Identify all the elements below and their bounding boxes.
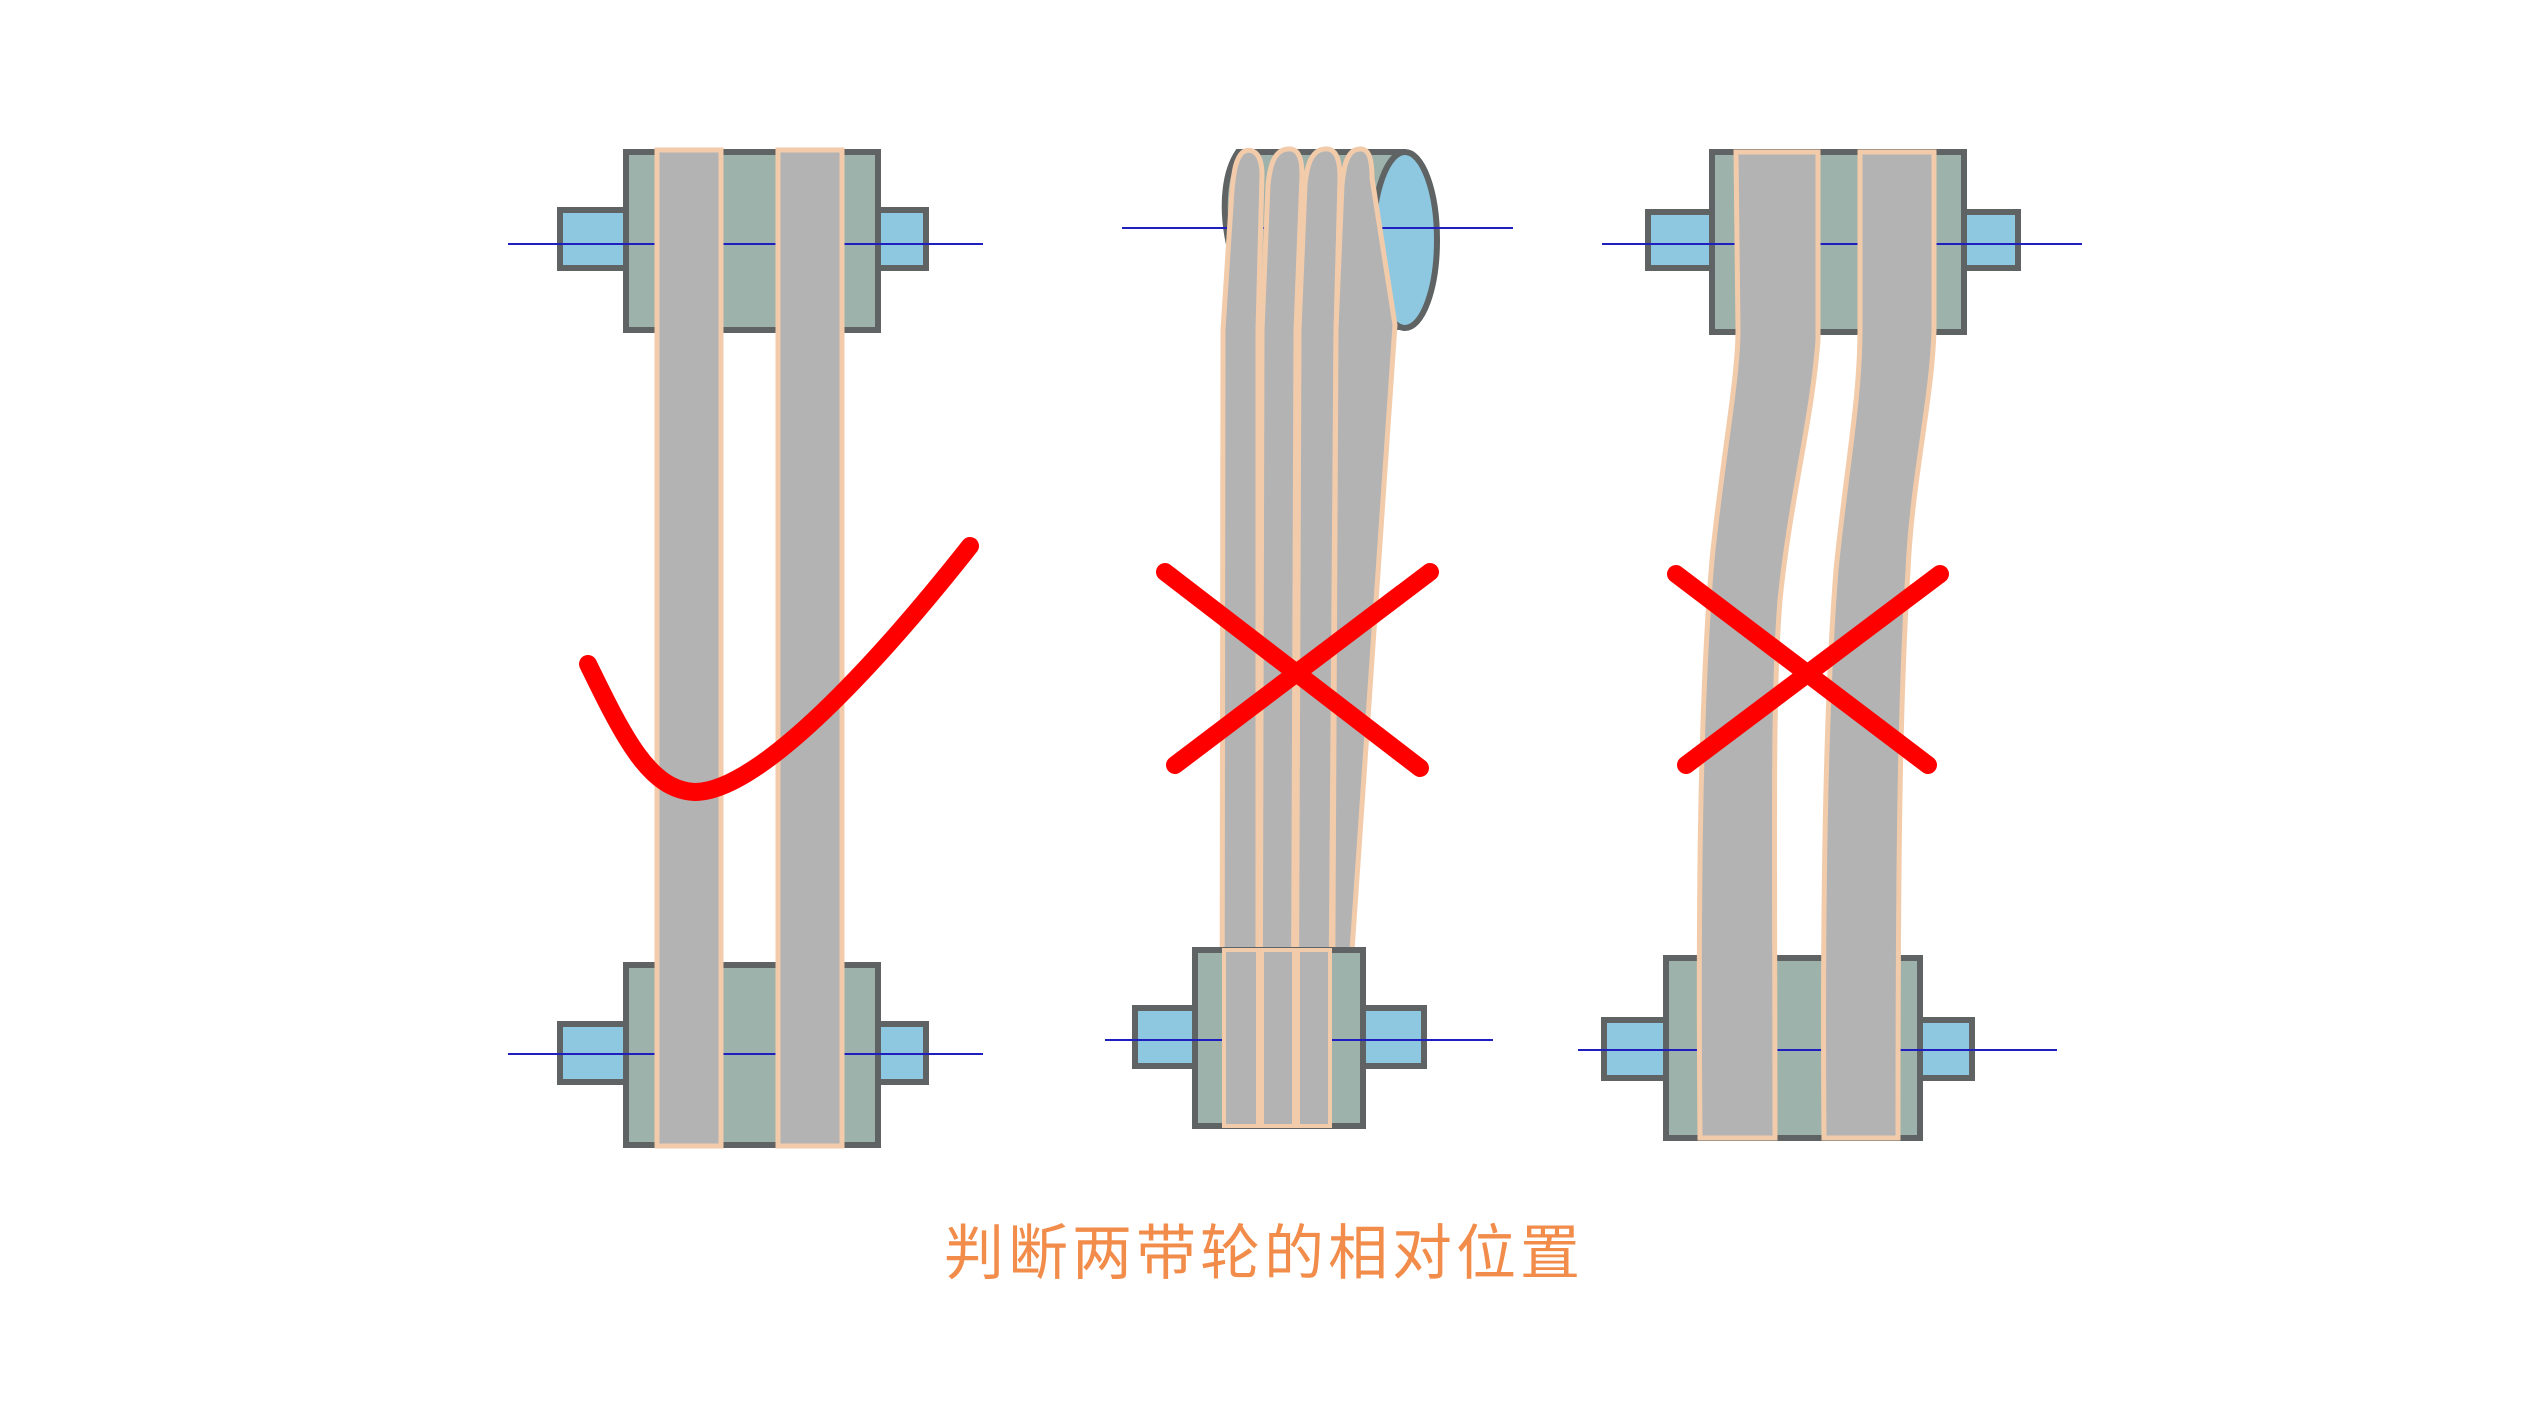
- bottom-pulley: [1578, 955, 2057, 1141]
- diagram-caption: 判断两带轮的相对位置: [944, 1219, 1584, 1289]
- shaft-left: [557, 207, 631, 271]
- belt-segments: [1222, 948, 1332, 1128]
- check-mark-icon: [579, 537, 979, 801]
- panel-skewed-axis: [1105, 146, 1513, 1129]
- belt: [654, 147, 724, 1149]
- shaft-left: [1645, 209, 1715, 271]
- bottom-pulley: [1105, 947, 1493, 1129]
- cross-mark-icon: [1667, 565, 1949, 774]
- shaft-right: [873, 207, 929, 271]
- panel-offset-plane: [1578, 149, 2082, 1141]
- panel-correct: [508, 147, 983, 1149]
- belts: [1219, 146, 1398, 1128]
- top-pulley: [508, 149, 983, 333]
- shaft-left: [1132, 1005, 1198, 1069]
- belt: [1821, 149, 1937, 1141]
- belt: [775, 147, 845, 1149]
- cross-mark-icon: [1156, 563, 1439, 777]
- shaft-right: [1959, 209, 2021, 271]
- bottom-pulley: [508, 962, 983, 1148]
- top-pulley: [1602, 149, 2082, 335]
- shaft-right: [1359, 1005, 1427, 1069]
- belts: [654, 147, 845, 1149]
